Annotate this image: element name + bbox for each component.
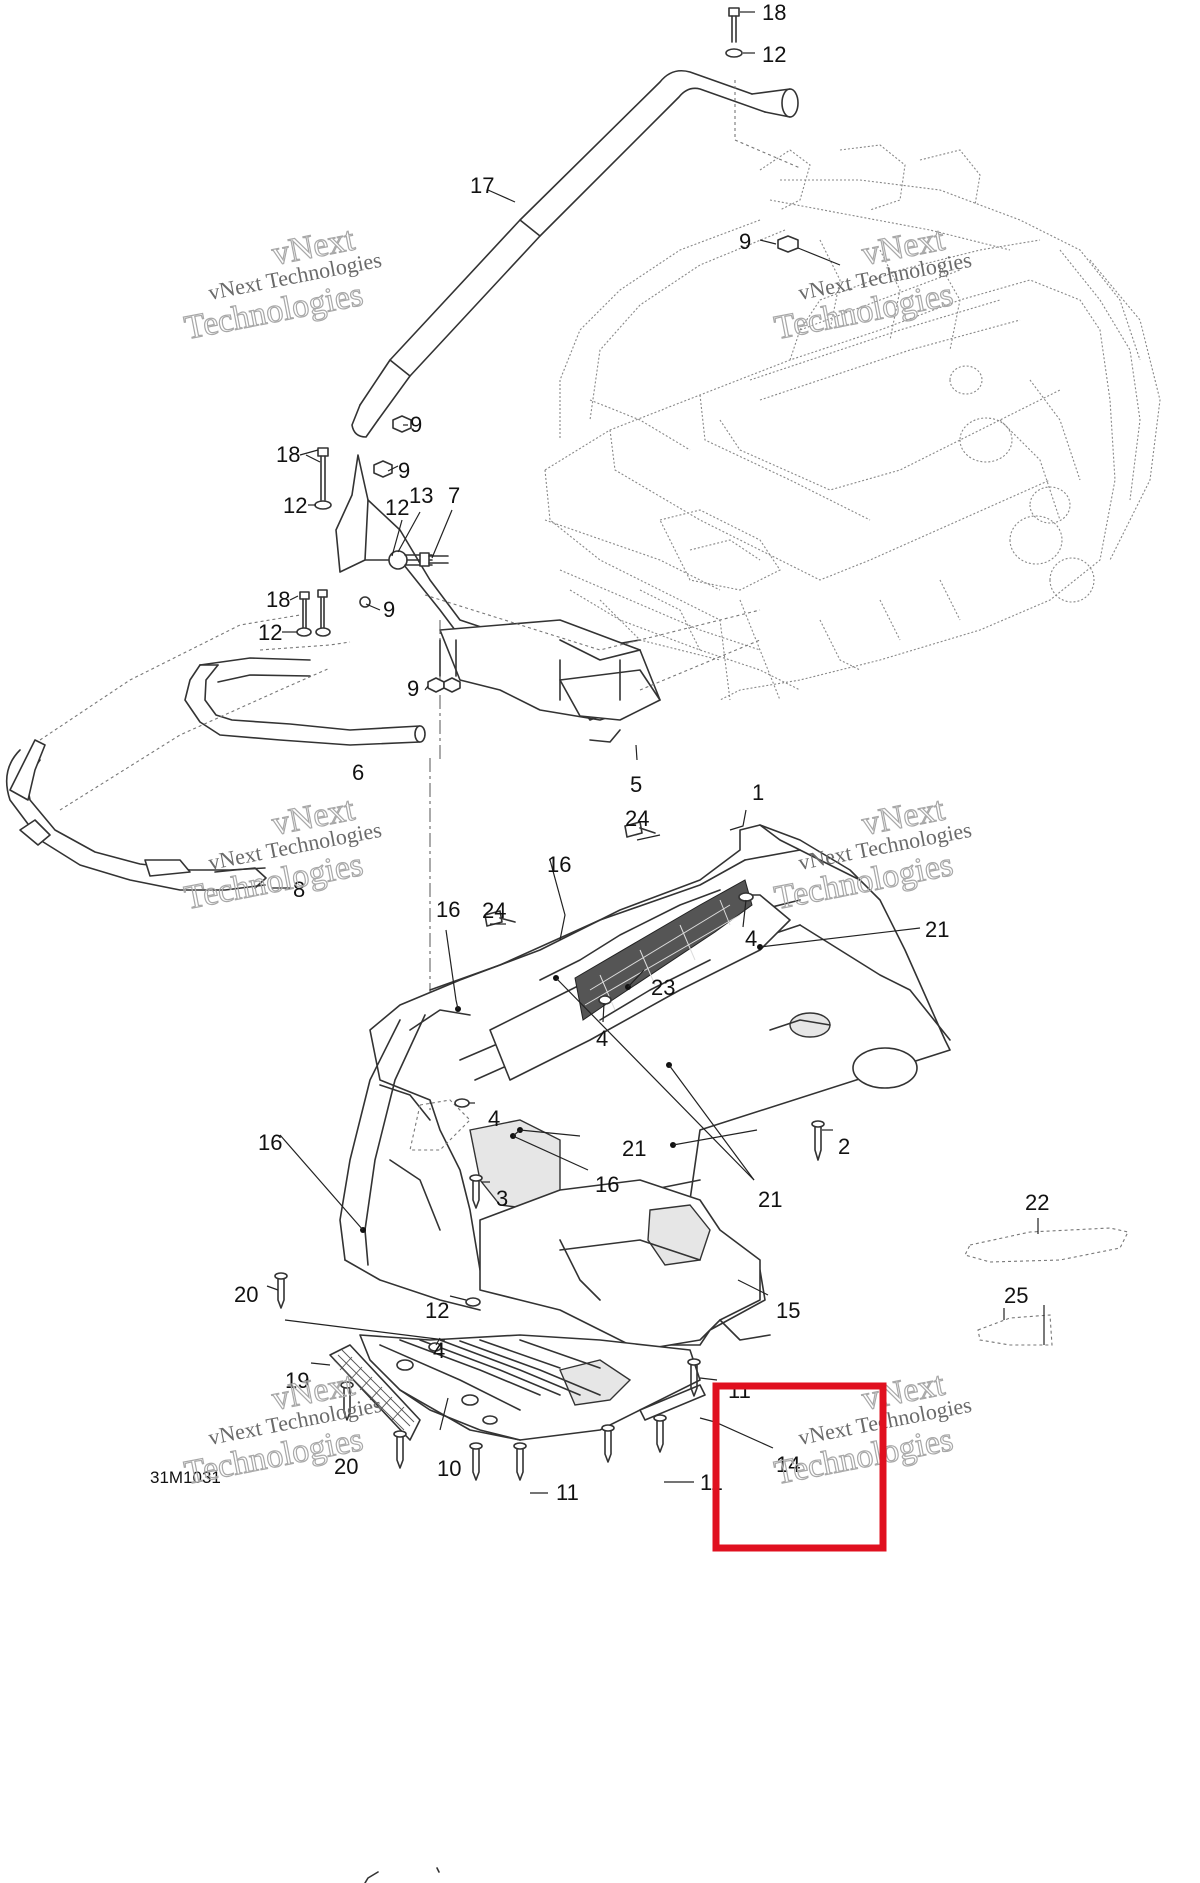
rivet-11-icon: [469, 1442, 483, 1481]
rivet-24-icon: [484, 910, 516, 927]
callout-23: 23: [651, 975, 675, 1000]
callout-6: 6: [352, 760, 364, 785]
nut-9-icon: [373, 460, 393, 478]
callout-14: 14: [776, 1452, 800, 1477]
nut-9-icon: [443, 677, 461, 693]
callout-24: 24: [482, 898, 506, 923]
bumper-8: [5, 739, 267, 891]
callout-19: 19: [285, 1368, 309, 1393]
rivet-11-icon: [653, 1414, 667, 1453]
grommet-4-icon: [598, 995, 612, 1005]
washer-12-icon: [465, 1297, 481, 1307]
callout-9: 9: [398, 458, 410, 483]
callout-3: 3: [496, 1186, 508, 1211]
callout-7: 7: [448, 483, 460, 508]
rivet-20-icon: [274, 1272, 288, 1309]
decal-25: [977, 1314, 1053, 1346]
watermark-mid-left: vNext vNext Technologies Technologies: [181, 790, 384, 918]
callout-5: 5: [630, 772, 642, 797]
grille-19: [329, 1344, 421, 1441]
decal-22: [964, 1227, 1129, 1263]
handle-6: [184, 657, 426, 746]
callout-12: 12: [425, 1298, 449, 1323]
rivet-2-icon: [811, 1120, 825, 1161]
rivet-24-icon: [624, 821, 656, 838]
callout-17: 17: [470, 173, 494, 198]
nut-9-icon: [777, 235, 799, 253]
highlight-box: [712, 1382, 887, 1552]
callout-21: 21: [925, 917, 949, 942]
callout-21: 21: [758, 1187, 782, 1212]
nut-9-icon: [392, 415, 412, 433]
skid-plate-10: [359, 1334, 706, 1441]
callout-16: 16: [595, 1172, 619, 1197]
callout-16: 16: [258, 1130, 282, 1155]
bolt-18-icon: [299, 591, 310, 629]
callout-21: 21: [622, 1136, 646, 1161]
chassis-frame: [544, 144, 1161, 701]
fasteners-lower: [274, 821, 825, 1481]
callout-22: 22: [1025, 1190, 1049, 1215]
callout-16: 16: [436, 897, 460, 922]
nut-9-icon: [427, 677, 445, 693]
rivet-11-icon: [601, 1424, 615, 1463]
callout-1: 1: [752, 780, 764, 805]
rivet-20-icon: [340, 1381, 354, 1421]
washer-12-icon: [296, 627, 312, 637]
callout-24: 24: [625, 806, 649, 831]
callout-12: 12: [385, 495, 409, 520]
handlebar-17: [351, 69, 801, 438]
callout-25: 25: [1004, 1283, 1028, 1308]
grommet-4-icon: [428, 1342, 442, 1352]
bolt-18-icon: [317, 589, 328, 629]
callout-9: 9: [739, 229, 751, 254]
bolt-7-icon: [419, 552, 449, 567]
stray-mark: [364, 1871, 379, 1883]
rivet-3-icon: [469, 1174, 483, 1209]
callout-4: 4: [488, 1106, 500, 1131]
callout-15: 15: [776, 1298, 800, 1323]
callout-2: 2: [838, 1134, 850, 1159]
watermark-bottom-right: vNext vNext Technologies Technologies: [771, 1365, 974, 1493]
drawing-reference: 31M1031: [150, 1468, 221, 1487]
callout-11: 11: [728, 1378, 751, 1403]
callout-18: 18: [276, 442, 300, 467]
callout-9: 9: [407, 676, 419, 701]
callout-13: 13: [409, 483, 433, 508]
callout-11: 11: [556, 1480, 579, 1505]
watermark-top-right: vNext vNext Technologies Technologies: [771, 220, 974, 348]
callout-4: 4: [745, 926, 757, 951]
callout-10: 10: [437, 1456, 461, 1481]
callout-8: 8: [293, 877, 305, 902]
rivet-11-icon: [687, 1358, 701, 1397]
washer-12-icon: [725, 48, 743, 58]
callout-12: 12: [762, 42, 786, 67]
callout-18: 18: [762, 0, 786, 25]
rivet-11-icon: [513, 1442, 527, 1481]
bolt-18-icon: [728, 7, 740, 43]
callout-12: 12: [258, 620, 282, 645]
front-body-15: [479, 1179, 771, 1351]
callout-18: 18: [266, 587, 290, 612]
callout-16: 16: [547, 852, 571, 877]
bolt-18-icon: [317, 447, 329, 501]
callout-12: 12: [283, 493, 307, 518]
callout-20: 20: [334, 1454, 358, 1479]
stray-mark: [436, 1867, 440, 1873]
grommet-4-icon: [738, 892, 754, 902]
rivet-20-icon: [393, 1430, 407, 1469]
watermark-top-left: vNext vNext Technologies Technologies: [181, 220, 384, 348]
washer-12-icon: [315, 627, 331, 637]
callout-9: 9: [383, 597, 395, 622]
callout-9: 9: [410, 412, 422, 437]
callout-4: 4: [596, 1026, 608, 1051]
callout-20: 20: [234, 1282, 258, 1307]
washer-12-icon: [314, 500, 332, 510]
callout-4: 4: [433, 1338, 445, 1363]
steering-column-5: [439, 619, 661, 743]
fasteners-upper: [296, 7, 799, 693]
grommet-4-icon: [454, 1098, 470, 1108]
